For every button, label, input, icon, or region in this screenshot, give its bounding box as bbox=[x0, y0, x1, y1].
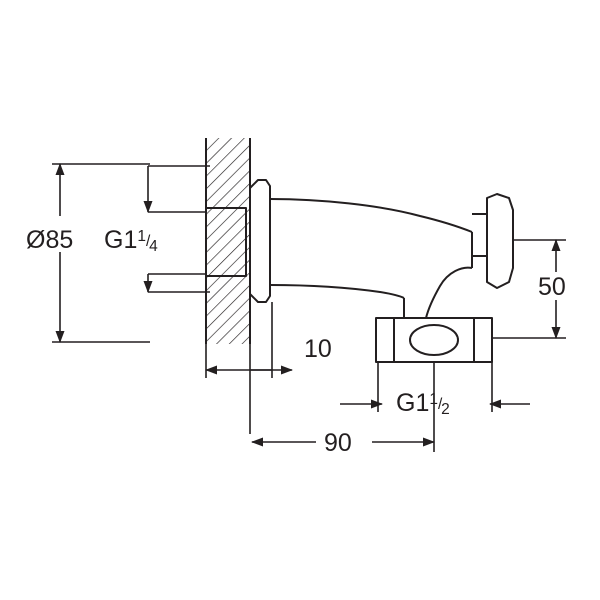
thread-g112-numerator: 1 bbox=[429, 391, 438, 409]
valve-body bbox=[205, 179, 514, 363]
thread-g112-slash: / bbox=[437, 396, 443, 414]
thread-g112-whole: G1 bbox=[396, 389, 430, 417]
dimension-label-height-50: 50 bbox=[538, 273, 566, 301]
dimension-label-diameter-85: Ø85 bbox=[26, 226, 74, 254]
thread-g114-denominator: 4 bbox=[149, 237, 158, 255]
dimension-thread-g114 bbox=[143, 165, 210, 293]
dimension-length-90 bbox=[251, 362, 435, 452]
dimension-height-50 bbox=[492, 239, 566, 339]
wall-section bbox=[205, 138, 251, 344]
dimension-label-length-90: 90 bbox=[324, 429, 352, 457]
thread-g114-numerator: 1 bbox=[137, 228, 146, 246]
dimension-label-thread-g114: G11/4 bbox=[104, 226, 159, 255]
dimension-length-10 bbox=[205, 302, 293, 434]
thread-g114-whole: G1 bbox=[104, 226, 138, 254]
dimension-thread-g112 bbox=[340, 362, 530, 412]
dimension-diameter-85 bbox=[52, 163, 150, 343]
thread-g112-denominator: 2 bbox=[441, 400, 450, 418]
dimension-label-thread-g112: G11/2 bbox=[396, 389, 451, 418]
dimension-label-length-10: 10 bbox=[304, 335, 332, 363]
thread-g114-slash: / bbox=[145, 233, 151, 251]
